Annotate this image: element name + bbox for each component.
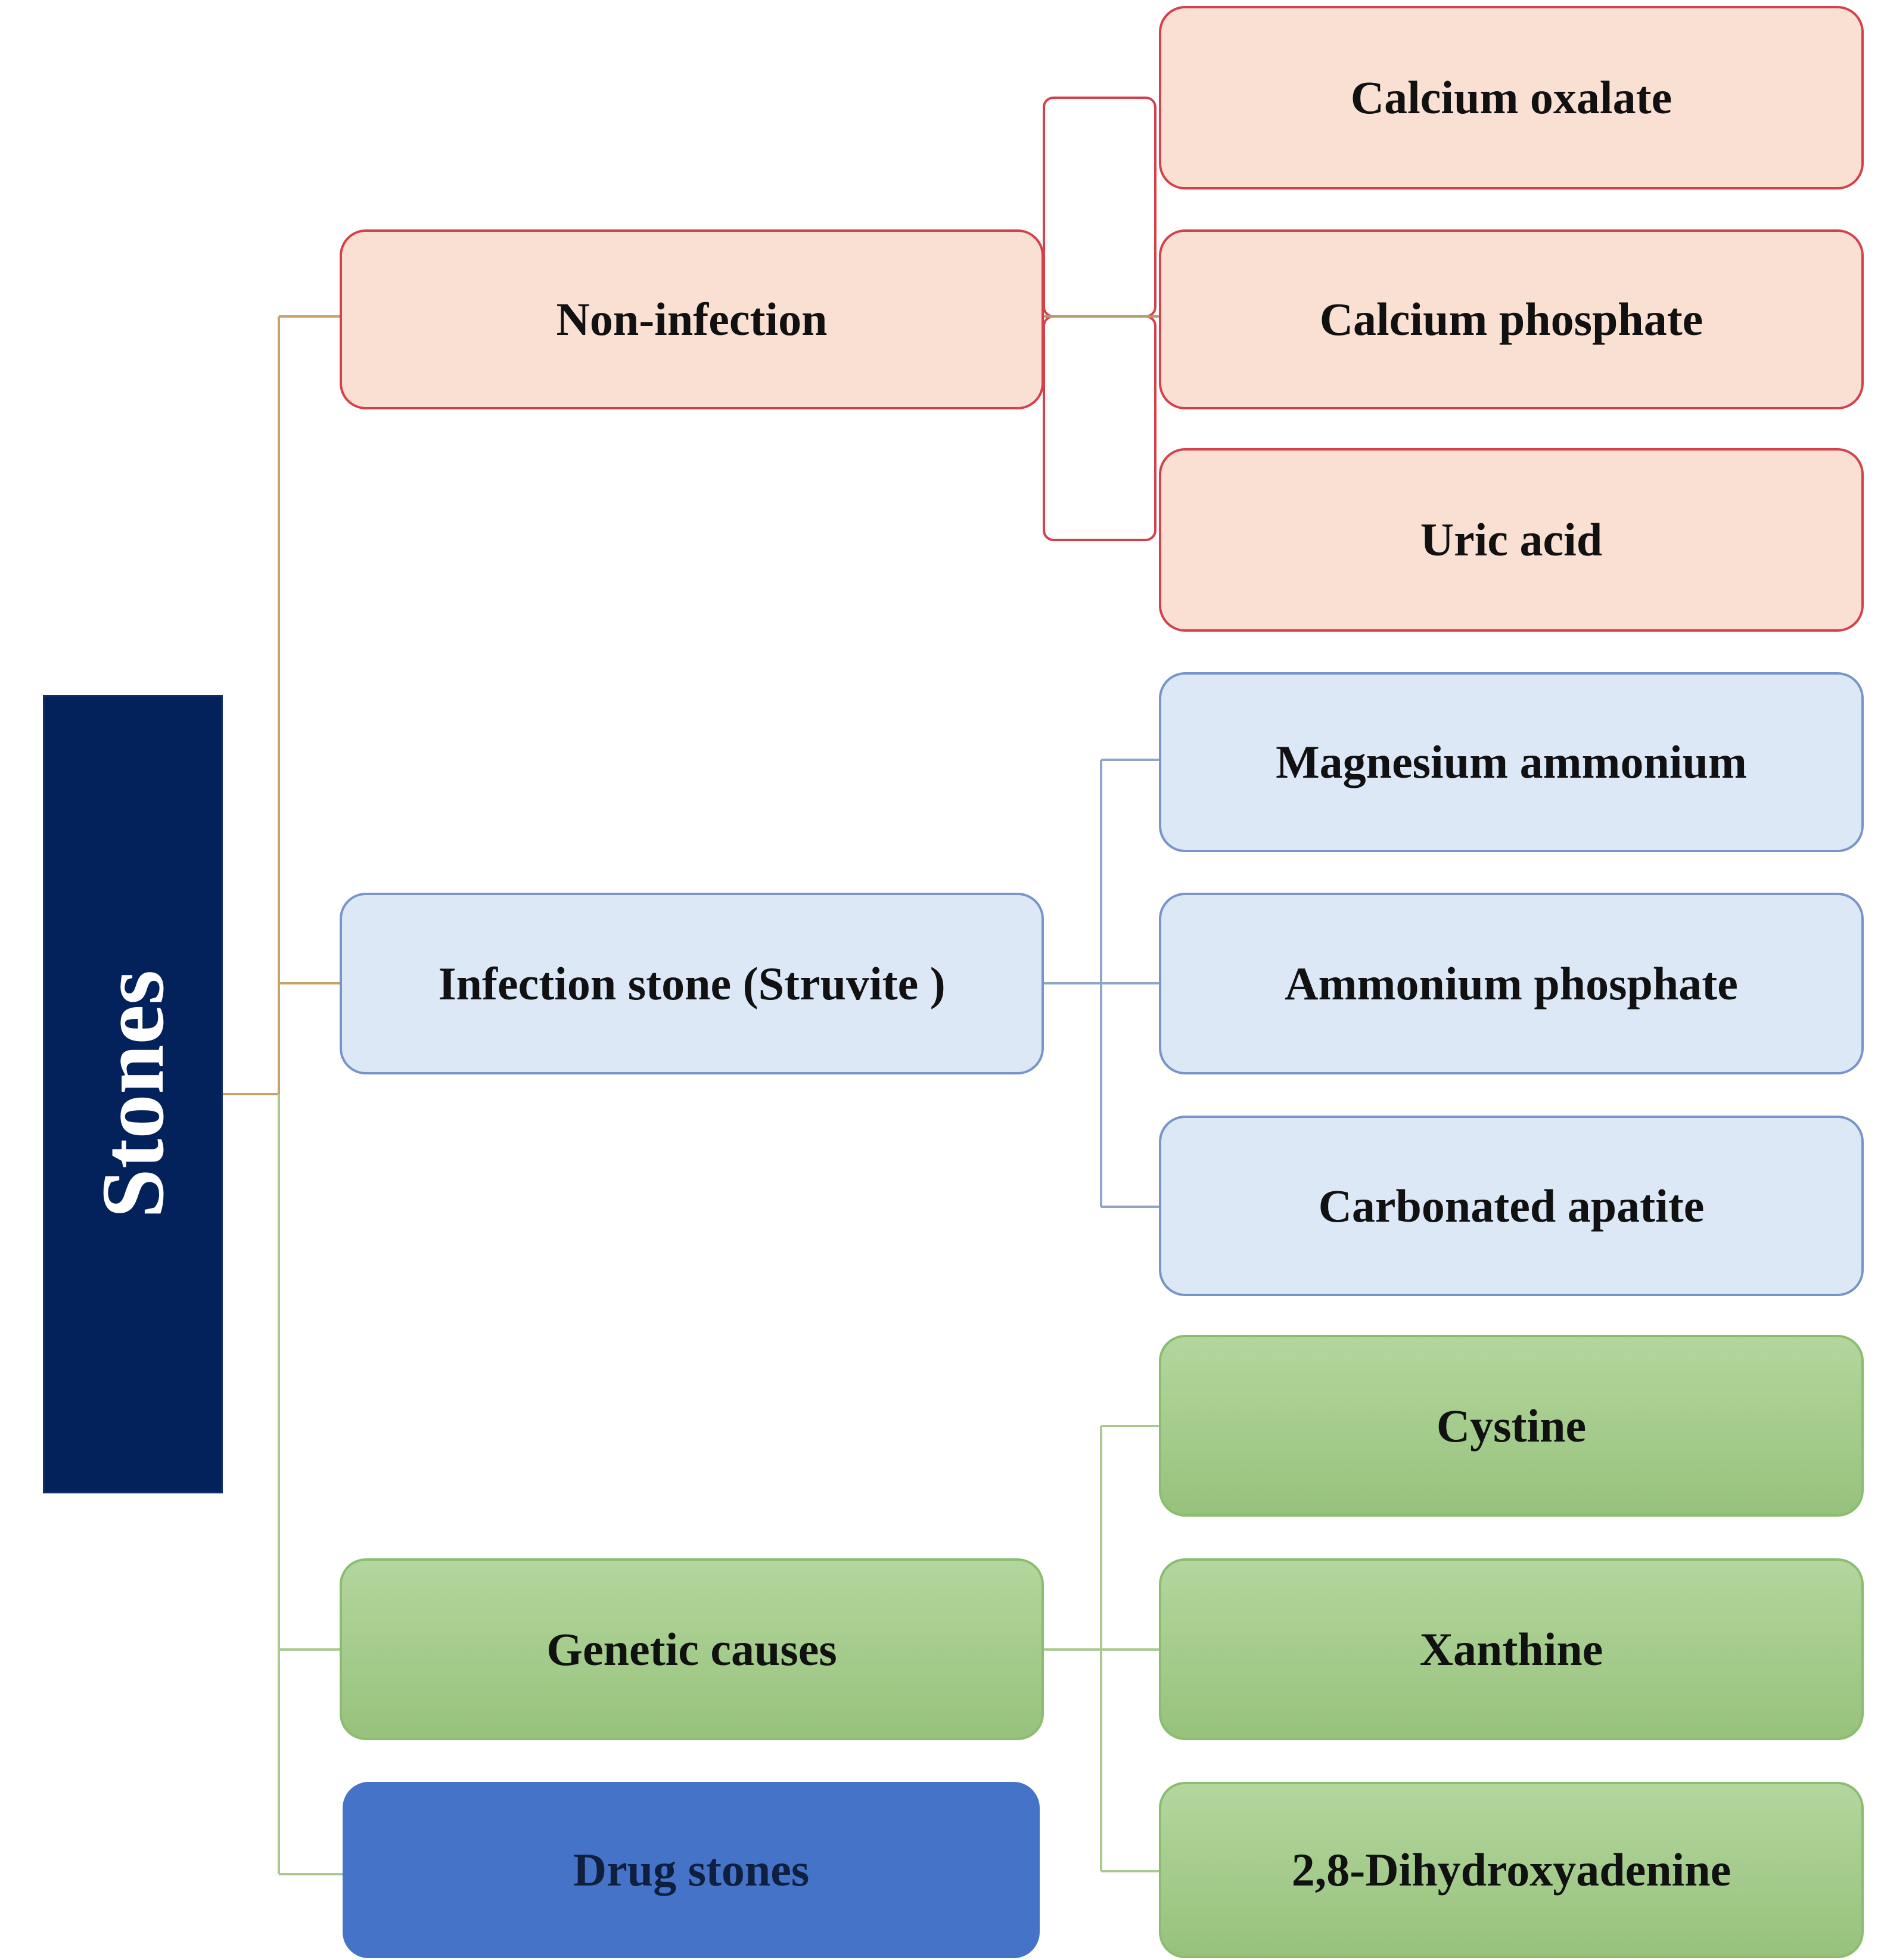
- non-infection-upper-bracket: [1043, 97, 1156, 318]
- category-infection-stone: Infection stone (Struvite ): [340, 893, 1044, 1074]
- child-ammonium-phosphate: Ammonium phosphate: [1159, 893, 1864, 1074]
- non-infection-lower-bracket: [1043, 315, 1156, 541]
- category-genetic-causes: Genetic causes: [340, 1558, 1044, 1740]
- category-non-infection: Non-infection: [340, 229, 1044, 409]
- child-uric-acid: Uric acid: [1159, 448, 1864, 632]
- child-cystine: Cystine: [1159, 1335, 1864, 1517]
- child-carbonated-apatite: Carbonated apatite: [1159, 1116, 1864, 1296]
- child-xanthine: Xanthine: [1159, 1558, 1864, 1740]
- child-calcium-phosphate: Calcium phosphate: [1159, 229, 1864, 409]
- root-stones-box: Stones: [43, 695, 223, 1493]
- root-label: Stones: [83, 970, 182, 1219]
- child-calcium-oxalate: Calcium oxalate: [1159, 6, 1864, 190]
- child-magnesium-ammonium: Magnesium ammonium: [1159, 672, 1864, 852]
- category-drug-stones: Drug stones: [343, 1782, 1040, 1958]
- child-dihydroxyadenine: 2,8-Dihydroxyadenine: [1159, 1782, 1864, 1958]
